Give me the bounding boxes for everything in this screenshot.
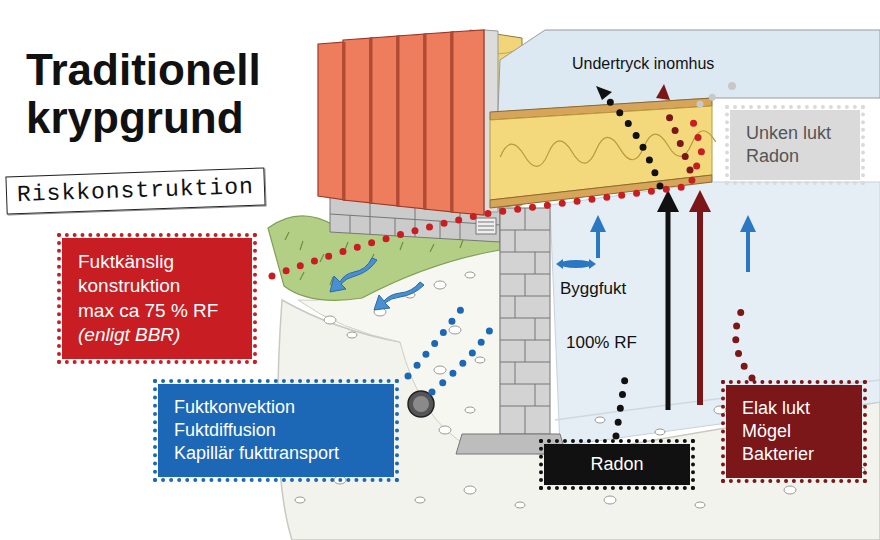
- dotted-paths: [736, 306, 752, 378]
- box-text: Bakterier: [742, 443, 846, 466]
- radon-stamp: Radon: [544, 444, 690, 485]
- box-text: Elak lukt: [742, 397, 846, 420]
- moisture-flow-arrows: [374, 282, 424, 310]
- dotted-arrowheads: [596, 82, 736, 100]
- pebbles: [655, 429, 665, 435]
- pebbles: [449, 326, 461, 334]
- risk-stamp: Fuktkänslig konstruktionmax ca 75 % RF(e…: [62, 238, 252, 359]
- dotted-paths: [408, 300, 468, 376]
- diagram-label: Undertryck inomhus: [572, 55, 714, 73]
- dotted-paths: [432, 330, 490, 392]
- foundation-wall: [478, 222, 494, 230]
- pebbles: [714, 406, 726, 414]
- rising-arrows: [666, 208, 671, 410]
- box-text: Mögel: [742, 420, 846, 443]
- pebbles: [434, 366, 446, 374]
- floor-structure: [499, 130, 716, 169]
- pebbles: [324, 316, 336, 324]
- wood-cladding: [370, 36, 400, 206]
- box-text: Radon: [746, 145, 844, 168]
- pebbles: [515, 502, 525, 508]
- box-text: max ca 75 % RF: [78, 299, 236, 323]
- rising-arrows: [556, 259, 563, 269]
- moisture-flow-arrows: [330, 258, 424, 310]
- moisture-stamp: FuktkonvektionFuktdiffusionKapillär fukt…: [158, 384, 394, 477]
- rising-arrows: [559, 260, 593, 268]
- pebbles: [784, 486, 796, 494]
- dotted-paths: [616, 372, 626, 436]
- dotted-paths: [664, 106, 690, 170]
- box-text: Radon: [560, 453, 674, 476]
- dotted-paths: [606, 98, 660, 186]
- wood-cladding: [424, 32, 454, 212]
- box-text: Kapillär fukttransport: [174, 442, 378, 465]
- wood-cladding: [397, 34, 427, 209]
- diagram-label: Byggfukt: [560, 279, 626, 299]
- rising-arrows: [596, 230, 600, 258]
- foundation-wall: [476, 218, 496, 234]
- pebbles: [347, 332, 357, 338]
- pebbles: [465, 272, 475, 278]
- foundation-wall: [500, 208, 550, 434]
- box-text: (enligt BBR): [78, 323, 236, 347]
- title-text: Traditionell krypgrund: [26, 46, 311, 141]
- pebbles: [695, 502, 705, 508]
- rising-arrows: [740, 215, 756, 232]
- foundation-wall: [500, 208, 550, 434]
- box-text: Fuktkonvektion: [174, 396, 378, 419]
- box-text: Riskkonstruktion: [17, 174, 255, 208]
- wood-cladding: [318, 42, 346, 200]
- wood-cladding: [343, 38, 373, 203]
- pebbles: [604, 496, 616, 504]
- pebbles: [595, 417, 605, 423]
- moisture-flow-arrows: [330, 258, 377, 292]
- wood-cladding: [344, 32, 452, 212]
- pebbles: [415, 497, 425, 503]
- dotted-arrowheads: [656, 84, 670, 100]
- pebbles: [465, 407, 475, 413]
- dotted-paths: [700, 92, 722, 104]
- floor-structure: [490, 30, 880, 208]
- pebbles: [475, 357, 485, 363]
- rising-arrows: [697, 208, 703, 405]
- wood-cladding: [318, 30, 484, 215]
- dotted-arrowheads: [596, 86, 612, 100]
- diagram-label: 100% RF: [566, 333, 637, 353]
- pebbles: [464, 486, 476, 494]
- rising-arrows: [746, 230, 750, 272]
- floor-structure: [490, 175, 712, 208]
- rising-arrows: [556, 190, 756, 410]
- box-text: Fuktdiffusion: [174, 419, 378, 442]
- risk-stamp: Unken luktRadon: [730, 110, 860, 180]
- pebbles: [334, 476, 346, 484]
- wood-cladding: [451, 30, 484, 215]
- rising-arrows: [657, 190, 679, 212]
- rising-arrows: [589, 259, 596, 269]
- drain-pipe: [413, 396, 429, 412]
- pebbles: [295, 497, 305, 503]
- rising-arrows: [689, 190, 711, 212]
- box-text: Unken lukt: [746, 122, 844, 145]
- risk-stamp: Elak luktMögelBakterier: [726, 385, 862, 478]
- warning-tag: Riskkonstruktion: [5, 167, 265, 214]
- dotted-arrowheads: [728, 82, 736, 90]
- pebbles: [439, 426, 451, 434]
- pebbles: [434, 281, 446, 289]
- box-text: Fuktkänslig konstruktion: [78, 250, 213, 299]
- rising-arrows: [590, 215, 606, 232]
